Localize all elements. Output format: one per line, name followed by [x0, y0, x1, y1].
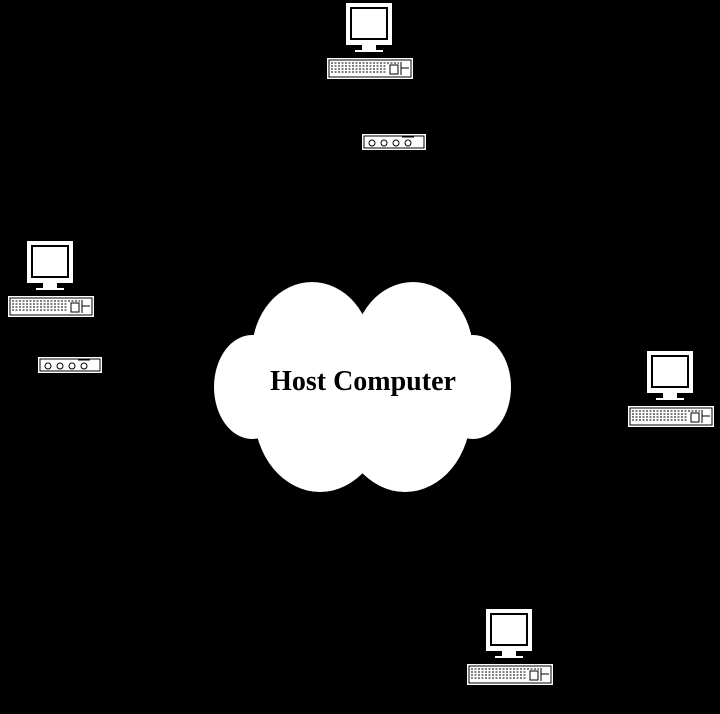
modem-icon-left [37, 356, 103, 374]
host-computer-cloud [214, 282, 511, 492]
modem-icon-top [361, 133, 427, 151]
computer-icon-right [627, 350, 715, 428]
computer-icon-top [326, 2, 414, 80]
computer-icon-left [7, 240, 95, 318]
computer-icon-bottom [466, 608, 554, 686]
